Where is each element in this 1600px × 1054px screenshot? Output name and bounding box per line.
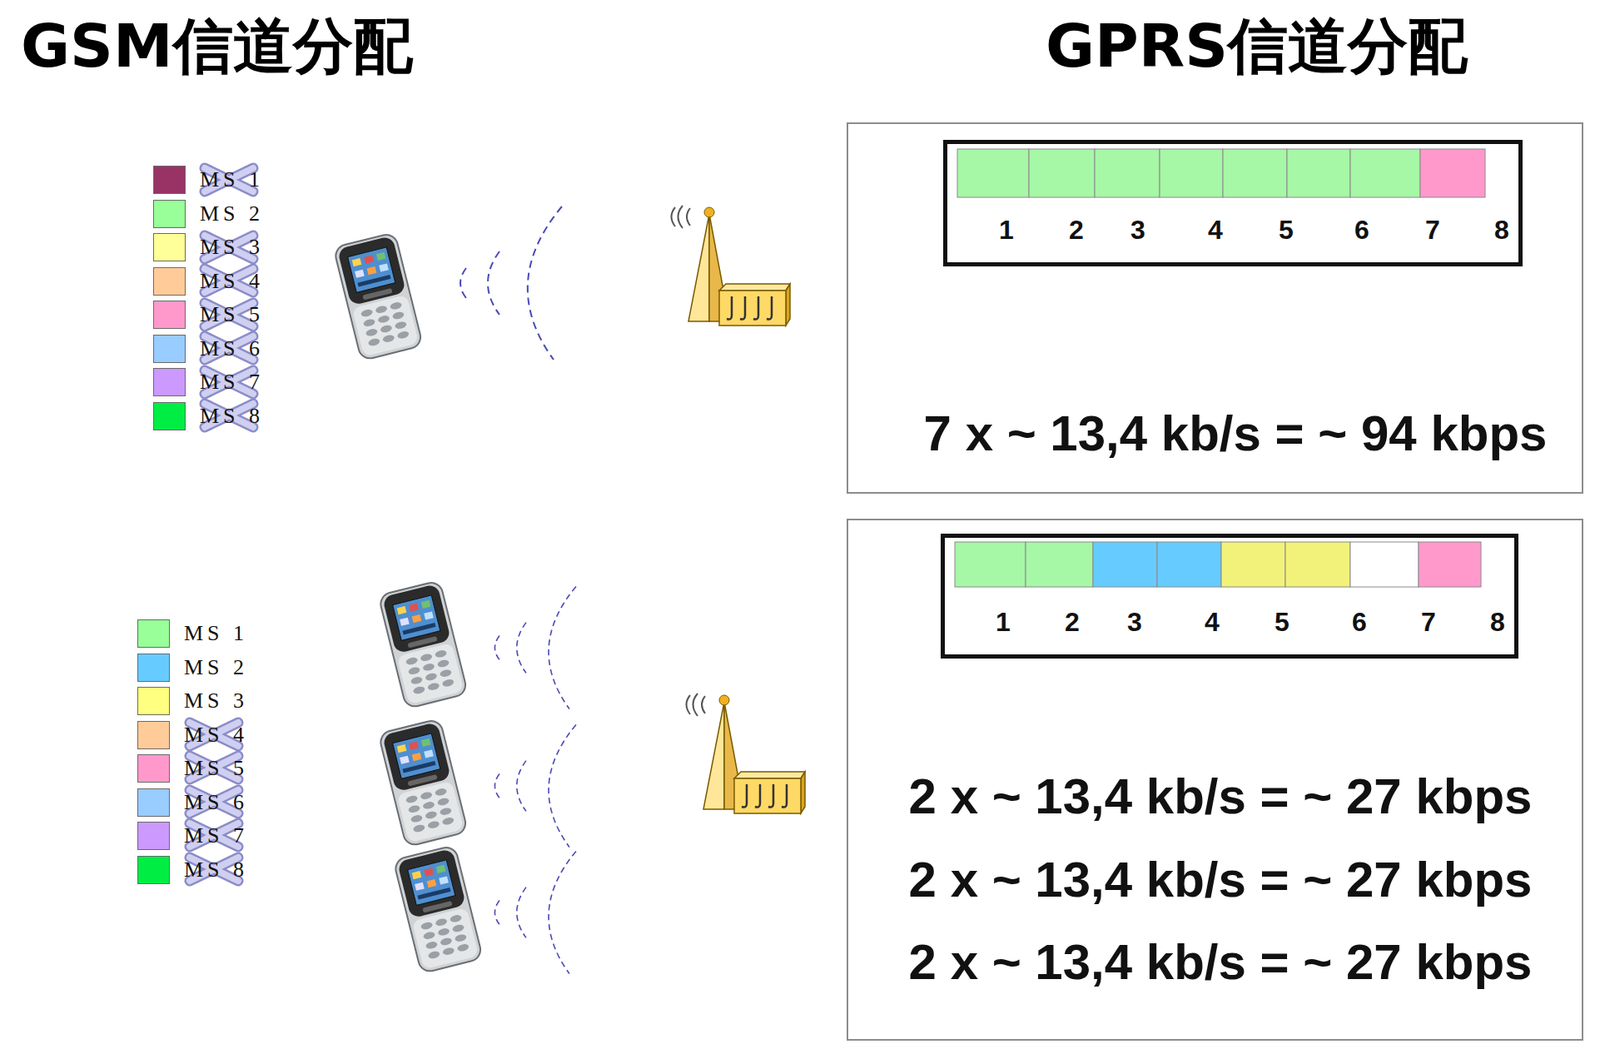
slot-number: 3 [1130,215,1146,245]
legend-swatch [153,199,186,229]
slot-number: 5 [1274,607,1290,637]
slot-number: 4 [1207,215,1223,245]
slot-number: 5 [1278,215,1294,245]
station-label: MS 1 [183,622,249,645]
slot-number: 8 [1490,607,1506,637]
legend-swatch [153,300,186,329]
legend-swatch [153,233,186,262]
slot-number: 6 [1351,607,1367,637]
station-label: MS 5 [183,757,249,780]
slot-number: 3 [1127,607,1143,637]
station-label: MS 2 [199,203,264,225]
legend-swatch [153,367,186,397]
slot-number: 6 [1354,215,1370,245]
legend-swatch [137,821,170,850]
slot-number: 2 [1064,607,1080,637]
slot-number: 7 [1425,215,1441,245]
legend-swatch [137,619,170,648]
rate-formula: 7 x ~ 13,4 kb/s = ~ 94 kbps [924,406,1548,462]
slot-number: 1 [995,607,1011,637]
legend-swatch [137,788,170,817]
legend-swatch [137,686,170,716]
legend-swatch [137,855,170,885]
station-label: MS 8 [199,405,264,428]
section-heading: GSM信道分配 [20,13,413,80]
slot-number: 2 [1068,215,1084,245]
legend-swatch [137,653,170,682]
legend-swatch [153,165,186,194]
slot-number: 8 [1494,215,1510,245]
slot-number: 4 [1204,607,1220,637]
timeslot-frame: 1 2 3 4 5 6 7 8 [943,139,1523,267]
legend-swatch [153,334,186,363]
slot-number: 7 [1421,607,1437,637]
station-label: MS 3 [183,690,249,712]
timeslot-frame: 1 2 3 4 5 6 7 8 [940,533,1519,659]
station-label: MS 6 [183,791,249,814]
channel-panel: 7 x ~ 13,4 kb/s = ~ 94 kbps 1 2 3 4 5 6 7 8 [846,122,1584,494]
station-label: MS 7 [199,371,264,393]
rate-formula: 2 x ~ 13,4 kb/s = ~ 27 kbps [909,852,1533,908]
rate-formula: 2 x ~ 13,4 kb/s = ~ 27 kbps [909,934,1533,990]
station-label: MS 2 [183,656,249,679]
station-label: MS 5 [199,303,264,326]
station-label: MS 4 [199,270,264,293]
rate-formula: 2 x ~ 13,4 kb/s = ~ 27 kbps [909,769,1533,825]
station-label: MS 8 [183,859,249,881]
station-label: MS 1 [199,168,264,191]
legend-swatch [153,267,186,296]
slot-number: 1 [998,215,1014,245]
channel-panel: 2 x ~ 13,4 kb/s = ~ 27 kbps 2 x ~ 13,4 kb… [846,518,1584,1041]
legend-swatch [137,754,170,783]
legend-swatch [137,720,170,750]
legend-swatch [153,402,186,431]
section-heading: GPRS信道分配 [1045,13,1468,80]
station-label: MS 4 [183,724,249,746]
station-label: MS 7 [183,824,249,847]
station-label: MS 6 [199,337,264,360]
station-label: MS 3 [199,236,264,259]
